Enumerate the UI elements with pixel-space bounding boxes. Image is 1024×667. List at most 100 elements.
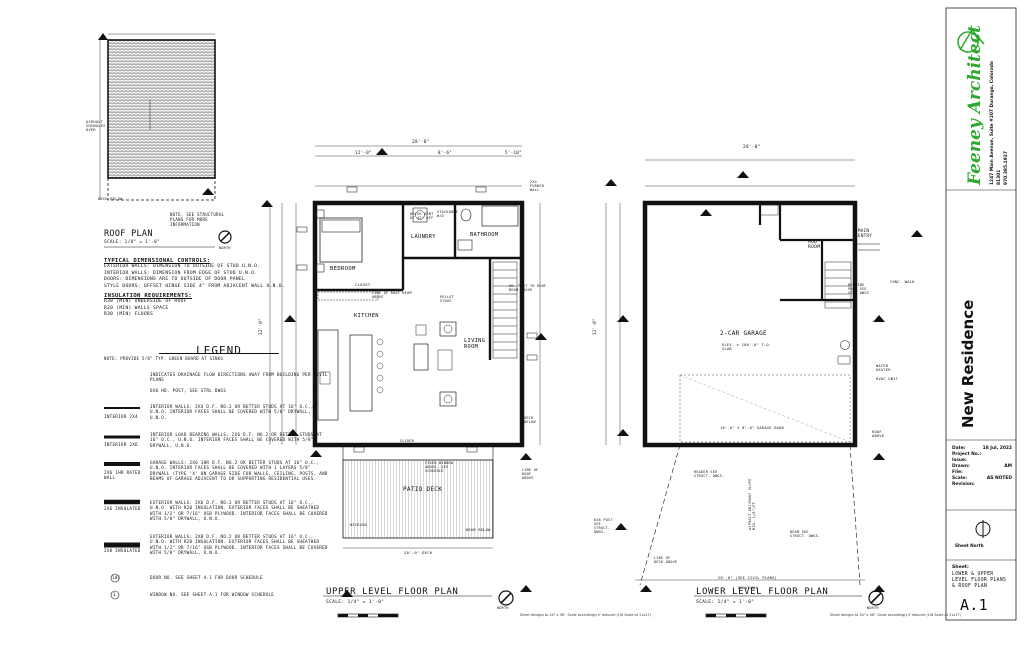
section-marker-icon [98, 33, 108, 40]
callout-driveway: DRIVEWAY [738, 586, 758, 590]
callout-beam-below: BEAM BELOW [466, 528, 491, 532]
room-living: LIVING ROOM [464, 338, 486, 350]
sheet-label: Sheet: [952, 565, 969, 570]
bed [319, 217, 363, 263]
room-closet: CLOSET [355, 282, 371, 287]
roof-shingle-label: ASPHALT SHINGLES OVER [86, 120, 106, 132]
ins-line: R20 (min) WALLS SPACE [104, 305, 169, 311]
callout-stackable: STACKABLE W/D [437, 210, 459, 218]
room-laundry: LAUNDRY [411, 234, 436, 240]
upper-dim: 8'-6" [438, 150, 453, 155]
upper-floor-plan [261, 145, 629, 618]
callout-line-deck: LINE OF DECK ABOVE [654, 556, 678, 564]
north-arrow-icon [218, 230, 232, 244]
room-entry: MAIN ENTRY [858, 228, 873, 238]
callout-line-roof: LINE OF ROOF ABOVE [522, 468, 539, 480]
room-mud: MUD ROOM [808, 240, 821, 250]
room-bedroom: BEDROOM [330, 266, 356, 272]
upper-overall-dim: 28'-0" [412, 140, 430, 145]
fine-print: Sheet designs to 24" x 36". Scale accord… [830, 613, 961, 617]
firm-logo-icon [957, 31, 979, 53]
upper-plan-title: UPPER LEVEL FLOOR PLAN [326, 587, 459, 597]
callout-deck-below: DECK BELOW [524, 416, 536, 424]
garage-door-opening [679, 374, 851, 443]
callout-pellet: PELLET STOVE [440, 295, 455, 303]
roof-plan-title: ROOF PLAN [104, 229, 153, 239]
legend-title: LEGEND [159, 345, 279, 356]
north-arrow-icon [868, 590, 884, 606]
title-block [945, 7, 1017, 621]
callout-deck-dim: 20'-0" DECK [404, 550, 433, 555]
ins-line: R30 (min) FLOORS [104, 312, 154, 318]
roof-note: NOTE: SEE STRUCTURAL PLANS FOR MORE INFO… [170, 212, 225, 227]
legend: LEGEND NOTE: PROVIDE 5/8" TYP. GREEN BOA… [104, 345, 334, 597]
lower-exterior-walls [642, 200, 858, 448]
room-garage: 2-CAR GARAGE [720, 330, 767, 337]
roof-deck-label: DECK BELOW [98, 197, 123, 201]
north-label: NORTH [497, 606, 509, 610]
water-heater-icon [840, 340, 850, 350]
firm-name: Feeney Architect [965, 25, 985, 185]
lower-side-dim: 32'-0" [592, 318, 597, 335]
room-patio: PATIO DECK [403, 486, 443, 493]
kitchen-island [349, 334, 373, 412]
callout-roof-above: ROOF ABOVE [872, 430, 885, 438]
ins-line: R38 (min) UNDERSIDE OF ROOF [104, 299, 187, 305]
ins-heading: INSULATION REQUIREMENTS: [104, 293, 193, 300]
upper-side-dim: 32'-0" [258, 318, 263, 335]
callout-post-struct: 6x6 POST SEE STRUCT. DWGS. [594, 518, 613, 534]
callout-beam-struct: BEAM SEE STRUCT. DWGS. [790, 530, 821, 538]
dim-line: STYLE DOORS: OFFSET HINGE SIDE 4" FROM A… [104, 283, 285, 289]
bathtub [481, 205, 519, 227]
roof-plan-scale: SCALE: 1/8" = 1'-0" [104, 240, 160, 245]
callout-slider: SLIDER [400, 439, 415, 443]
roof-deck-outline [107, 177, 216, 201]
sheet-north-label: Sheet North [955, 543, 984, 548]
room-kitchen: KITCHEN [354, 313, 379, 319]
north-label: NORTH [867, 606, 879, 610]
dim-line: EXTERIOR WALLS: DIMENSION TO OUTSIDE OF … [104, 264, 261, 270]
sheet-description: LOWER & UPPER LEVEL FLOOR PLANS & ROOF P… [952, 572, 1007, 589]
sheet-number: A.1 [960, 596, 988, 614]
upper-dim: 5'-10" [505, 150, 522, 155]
roof-outline [107, 39, 216, 179]
callout-window-note: FIXED WINDOW ABOVE, SEE SCHEDULE [425, 461, 454, 473]
upper-exterior-walls [312, 200, 525, 448]
firm-phone: 970.385.1927 [1004, 151, 1009, 185]
callout-slab: ELEV. ± 100'-0" T.O. SLAB [722, 343, 772, 351]
sofa [413, 343, 429, 371]
callout-asphalt: ASPHALT DRIVEWAY SLOPE MIN. 1/8"/FT [748, 478, 756, 530]
legend-note: NOTE: PROVIDE 5/8" TYP. GREEN BOARD AT S… [104, 356, 224, 362]
dim-line: INTERIOR WALLS: DIMENSION FROM EDGE OF S… [104, 270, 258, 276]
callout-bearing-post: BEARING POST SEE STRL DWGS [848, 283, 870, 295]
callout-hvac: HVAC UNIT [876, 377, 899, 381]
callout-header: HEADER SEE STRUCT. DWGS. [694, 470, 725, 478]
lower-plan-title: LOWER LEVEL FLOOR PLAN [696, 587, 829, 597]
upper-dim: 12'-0" [355, 150, 372, 155]
room-bathroom: BATHROOM [470, 232, 499, 238]
north-label: NORTH [219, 246, 231, 250]
section-marker-icon [202, 188, 214, 195]
lower-overall-dim: 28'-0" [743, 145, 761, 150]
callout-water-heater: WATER HEATER [876, 364, 891, 372]
callout-dryer: DRYER VENT AT 42" AFF [410, 212, 434, 220]
north-arrow-icon [498, 590, 514, 606]
upper-plan-scale: SCALE: 1/4" = 1'-0" [326, 600, 385, 605]
callout-garage-door: 16'-0" X 8'-0" GARAGE DOOR [720, 426, 785, 430]
callout-furred: 2x4 FURRED WALL [530, 180, 545, 192]
dim-line: DOORS: DIMENSIONS ARE TO OUTSIDE OF DOOR… [104, 277, 246, 283]
roof-plan [98, 33, 232, 248]
fine-print: Sheet designs to 24" x 36". Scale accord… [520, 613, 651, 617]
kitchen-counter [317, 329, 339, 421]
patio-deck [342, 459, 494, 539]
legend-symbols [104, 407, 140, 600]
callout-decking: DECKING [350, 523, 368, 527]
lower-floor-plan [605, 159, 923, 618]
callout-roof-beam: LINE OF ROOF BEAM ABOVE [372, 291, 412, 299]
project-name: New Residence [959, 299, 977, 428]
toilet [460, 208, 472, 222]
callout-civil: 28'-0" (SEE CIVIL PLANS) [718, 576, 778, 580]
firm-address: 1247 Main Avenue, Suite #207 Durango, Co… [990, 61, 995, 185]
